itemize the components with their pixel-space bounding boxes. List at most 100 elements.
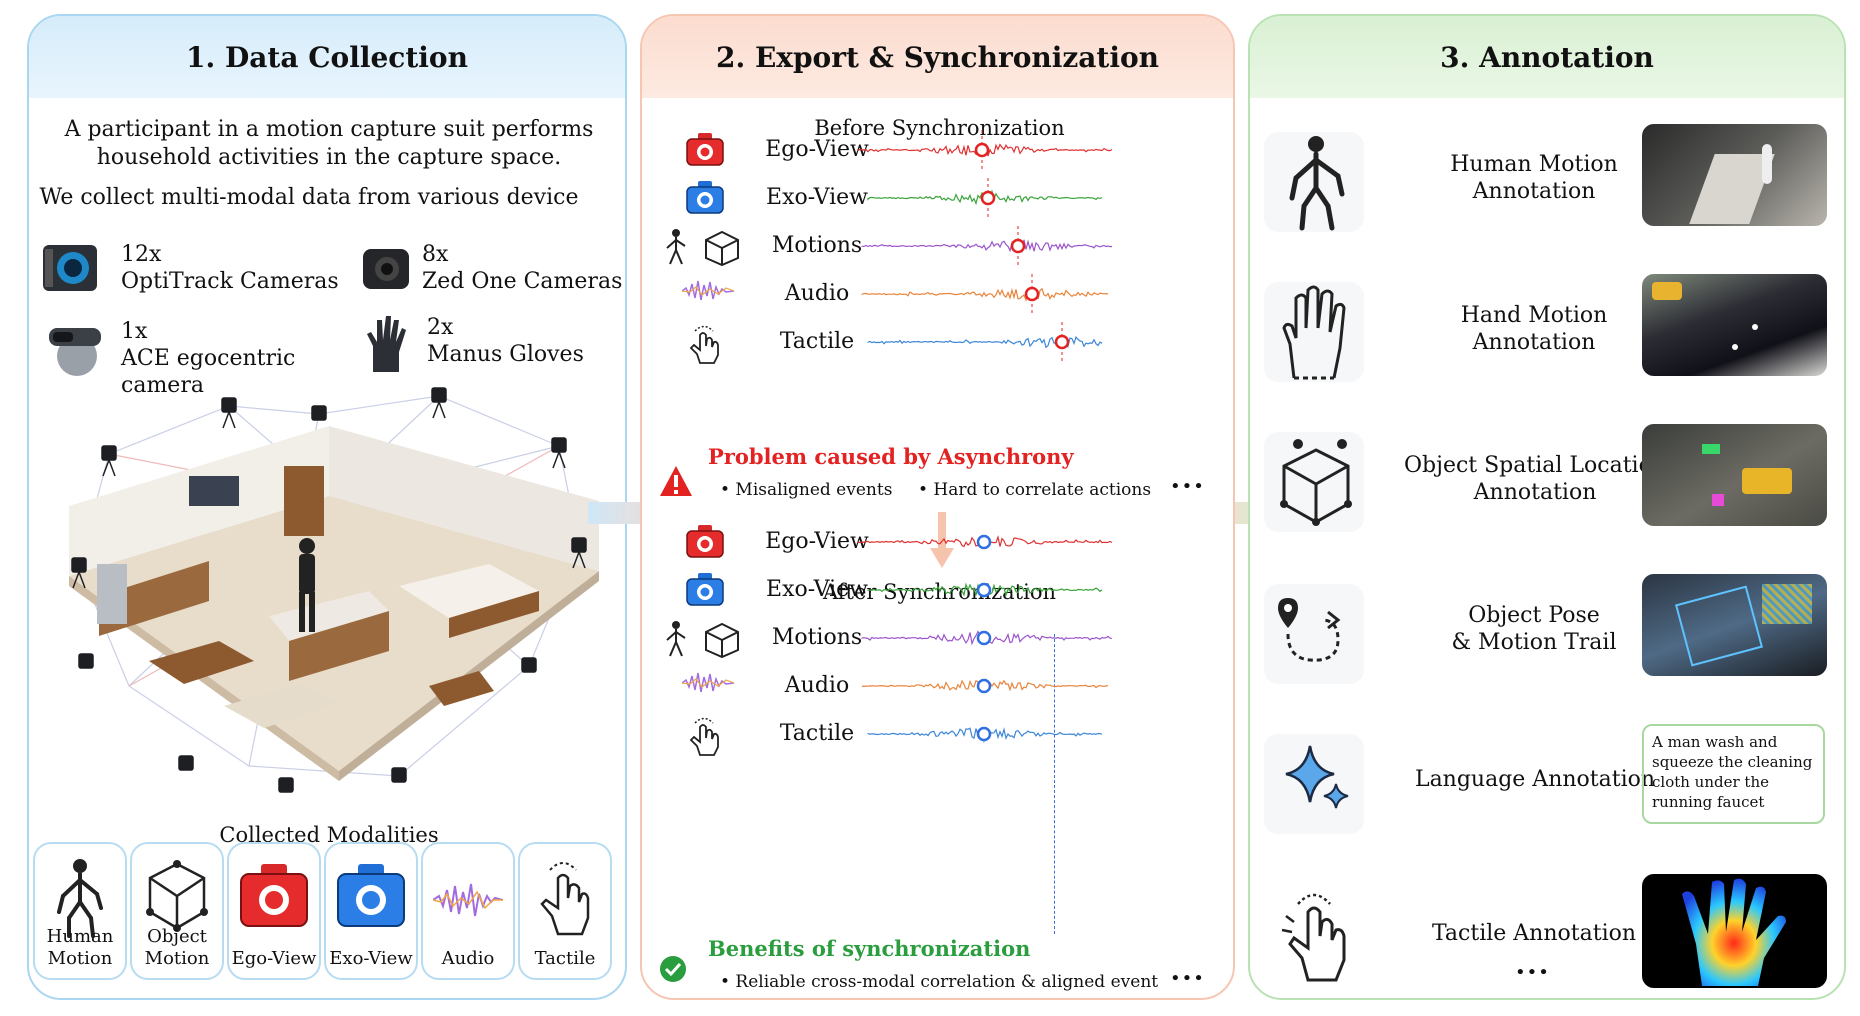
after-signal-label: Tactile bbox=[779, 721, 855, 746]
route-icon bbox=[1278, 598, 1341, 662]
heatmap-hand bbox=[1682, 878, 1786, 986]
before-signal-label: Audio bbox=[784, 281, 850, 306]
audio-wave-icon bbox=[433, 883, 503, 917]
modality-label: Exo-View bbox=[329, 948, 413, 969]
annotation-tactile: Tactile Annotation bbox=[1404, 920, 1664, 947]
device-count: 2x bbox=[427, 315, 454, 340]
capture-space-illustration bbox=[69, 387, 599, 793]
annotation-label-2: Annotation bbox=[1473, 480, 1597, 505]
event-marker bbox=[980, 190, 996, 206]
object-cube-icon bbox=[1280, 439, 1352, 526]
red-camera-icon bbox=[686, 132, 724, 170]
after-signal-trace bbox=[861, 630, 1113, 646]
device-ace: 1x ACE egocentric camera bbox=[121, 318, 295, 399]
human-skeleton-icon bbox=[1289, 136, 1345, 231]
zed-camera-icon bbox=[363, 249, 409, 289]
tactile-hand-icon bbox=[688, 324, 722, 368]
event-marker bbox=[976, 582, 992, 598]
human-skeleton-icon bbox=[57, 859, 103, 938]
warning-icon bbox=[660, 466, 692, 496]
intro-line-2: household activities in the capture spac… bbox=[96, 145, 562, 170]
event-marker bbox=[1054, 334, 1070, 350]
data-collection-title: 1. Data Collection bbox=[29, 16, 625, 98]
after-signal-label: Ego-View bbox=[765, 529, 869, 554]
after-signal-trace bbox=[867, 726, 1103, 744]
before-signal-trace bbox=[861, 226, 1113, 266]
modality-label-2: Motion bbox=[47, 948, 113, 969]
modality-label: Object bbox=[147, 926, 207, 947]
device-name: OptiTrack Cameras bbox=[121, 269, 339, 294]
before-signal-trace bbox=[867, 178, 1103, 218]
after-signal-trace bbox=[857, 534, 1113, 550]
object-pose-thumbnail bbox=[1642, 574, 1827, 676]
sparkle-icon bbox=[1285, 745, 1349, 809]
before-signal-trace bbox=[857, 130, 1113, 170]
annotation-label: Hand Motion bbox=[1460, 303, 1608, 328]
modality-label: Ego-View bbox=[231, 948, 317, 969]
manus-glove-icon bbox=[367, 316, 406, 372]
after-signal-label: Motions bbox=[771, 625, 863, 650]
blue-camera-icon bbox=[337, 864, 405, 927]
device-manus: 2x Manus Gloves bbox=[427, 314, 584, 368]
event-marker bbox=[1010, 238, 1026, 254]
event-marker bbox=[976, 630, 992, 646]
ace-headset-icon bbox=[49, 328, 101, 376]
device-optitrack: 12x OptiTrack Cameras bbox=[121, 241, 339, 295]
event-marker bbox=[976, 534, 992, 550]
hand-icon bbox=[1282, 285, 1346, 380]
annotation-label: Tactile Annotation bbox=[1431, 921, 1637, 946]
intro-text: A participant in a motion capture suit p… bbox=[29, 116, 625, 172]
hand-motion-icon-bg bbox=[1264, 282, 1364, 382]
annotation-label: Human Motion bbox=[1450, 152, 1618, 177]
device-name-2: camera bbox=[121, 373, 204, 398]
event-marker bbox=[976, 678, 992, 694]
after-signal-label: Exo-View bbox=[766, 577, 868, 602]
before-signal-label: Exo-View bbox=[766, 185, 868, 210]
modality-audio: Audio bbox=[421, 842, 515, 980]
annotation-title: 3. Annotation bbox=[1250, 16, 1844, 98]
check-icon bbox=[660, 956, 686, 982]
object-cube-icon bbox=[146, 860, 208, 932]
modality-tactile: Tactile bbox=[518, 842, 612, 980]
motion-icons bbox=[662, 228, 742, 270]
hand-motion-thumbnail bbox=[1642, 274, 1827, 376]
before-sync-title: Before Synchronization bbox=[814, 116, 1065, 140]
benefit-title: Benefits of synchronization bbox=[708, 936, 1031, 961]
device-count: 1x bbox=[121, 319, 148, 344]
problem-item-2: • Hard to correlate actions bbox=[918, 480, 1152, 500]
modality-ego-view: Ego-View bbox=[227, 842, 321, 980]
audio-wave-icon bbox=[681, 668, 735, 702]
benefit-ellipsis: ••• bbox=[1170, 968, 1205, 989]
annotation-panel: 3. Annotation Human Motion Annotation Ha… bbox=[1248, 14, 1846, 1000]
problem-ellipsis: ••• bbox=[1170, 476, 1205, 497]
sync-panel: 2. Export & Synchronization Before Synch… bbox=[640, 14, 1235, 1000]
intro-line-1: A participant in a motion capture suit p… bbox=[64, 117, 594, 142]
before-signal-label: Ego-View bbox=[765, 137, 869, 162]
modality-label-2: Motion bbox=[144, 948, 210, 969]
event-marker bbox=[1024, 286, 1040, 302]
red-camera-icon bbox=[240, 864, 308, 927]
before-signal-label: Tactile bbox=[779, 329, 855, 354]
annotation-object-location: Object Spatial Location Annotation bbox=[1390, 452, 1680, 506]
after-signal-trace bbox=[861, 678, 1109, 694]
blue-camera-icon bbox=[686, 572, 724, 610]
tactile-heatmap-thumbnail bbox=[1642, 874, 1827, 988]
after-signal-trace bbox=[867, 582, 1103, 598]
event-marker bbox=[976, 726, 992, 742]
annotation-hand-motion: Hand Motion Annotation bbox=[1404, 302, 1664, 356]
annotation-human-motion: Human Motion Annotation bbox=[1404, 151, 1664, 205]
device-name: ACE egocentric bbox=[121, 346, 296, 371]
blue-camera-icon bbox=[686, 180, 724, 218]
annotation-label: Language Annotation bbox=[1414, 767, 1656, 792]
after-signal-label: Audio bbox=[784, 673, 850, 698]
event-marker bbox=[974, 142, 990, 158]
benefit-item-1: • Reliable cross-modal correlation & ali… bbox=[720, 972, 1159, 992]
data-collection-panel: 1. Data Collection A participant in a mo… bbox=[27, 14, 627, 1000]
motion-icons bbox=[662, 620, 742, 662]
problem-item-1: • Misaligned events bbox=[720, 480, 893, 500]
collect-text: We collect multi-modal data from various… bbox=[39, 185, 579, 210]
problem-title: Problem caused by Asynchrony bbox=[708, 444, 1074, 469]
modality-label: Human bbox=[46, 926, 114, 947]
audio-wave-icon bbox=[681, 276, 735, 310]
